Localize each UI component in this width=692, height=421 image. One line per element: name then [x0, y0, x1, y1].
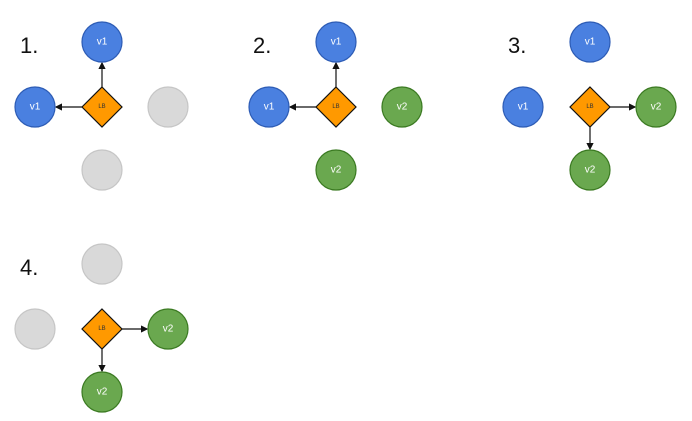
lb-diamond: [315, 86, 357, 128]
node-label: v1: [97, 37, 108, 48]
node-circle: [14, 86, 56, 128]
server-v2-right: v2: [635, 86, 677, 128]
lb-diamond: [81, 86, 123, 128]
node-label: v1: [518, 102, 529, 113]
node-label: v1: [264, 102, 275, 113]
empty-slot-bottom: [81, 149, 123, 191]
node-circle: [569, 149, 611, 191]
node-circle: [81, 21, 123, 63]
node-circle: [315, 21, 357, 63]
node-circle: [81, 149, 123, 191]
node-circle: [635, 86, 677, 128]
node-label: v2: [651, 102, 662, 113]
step-label: 1.: [20, 33, 38, 58]
server-v1-left: v1: [248, 86, 290, 128]
server-v2-bottom: v2: [315, 149, 357, 191]
node-label: v2: [331, 165, 342, 176]
node-circle: [81, 371, 123, 413]
server-v1-left: v1: [14, 86, 56, 128]
lb-label: LB: [98, 326, 105, 332]
node-label: v1: [331, 37, 342, 48]
empty-slot-top: [81, 243, 123, 285]
lb-diamond: [81, 308, 123, 350]
server-v1-left: v1: [502, 86, 544, 128]
node-circle: [315, 149, 357, 191]
empty-slot-left: [14, 308, 56, 350]
step-label: 3.: [508, 33, 526, 58]
node-circle: [14, 308, 56, 350]
server-v2-bottom: v2: [81, 371, 123, 413]
node-circle: [147, 308, 189, 350]
node-label: v2: [585, 165, 596, 176]
node-circle: [569, 21, 611, 63]
server-v1-top: v1: [315, 21, 357, 63]
node-label: v2: [397, 102, 408, 113]
empty-slot-right: [147, 86, 189, 128]
node-circle: [81, 243, 123, 285]
server-v2-bottom: v2: [569, 149, 611, 191]
lb-label: LB: [332, 104, 339, 110]
load-balancer: LB: [81, 86, 123, 128]
node-circle: [381, 86, 423, 128]
server-v2-right: v2: [381, 86, 423, 128]
lb-label: LB: [586, 104, 593, 110]
node-circle: [502, 86, 544, 128]
server-v1-top: v1: [569, 21, 611, 63]
panel-2: 2. v1 v1 v2 v2 LB: [248, 21, 423, 191]
server-v2-right: v2: [147, 308, 189, 350]
node-label: v2: [163, 324, 174, 335]
load-balancer: LB: [315, 86, 357, 128]
server-v1-top: v1: [81, 21, 123, 63]
step-label: 4.: [20, 255, 38, 280]
node-circle: [248, 86, 290, 128]
load-balancer: LB: [569, 86, 611, 128]
node-label: v1: [585, 37, 596, 48]
node-circle: [147, 86, 189, 128]
load-balancer: LB: [81, 308, 123, 350]
lb-label: LB: [98, 104, 105, 110]
panel-4: 4. v2 v2 LB: [14, 243, 189, 413]
panel-3: 3. v1 v1 v2 v2 LB: [502, 21, 677, 191]
node-label: v2: [97, 387, 108, 398]
node-label: v1: [30, 102, 41, 113]
step-label: 2.: [253, 33, 271, 58]
lb-diamond: [569, 86, 611, 128]
